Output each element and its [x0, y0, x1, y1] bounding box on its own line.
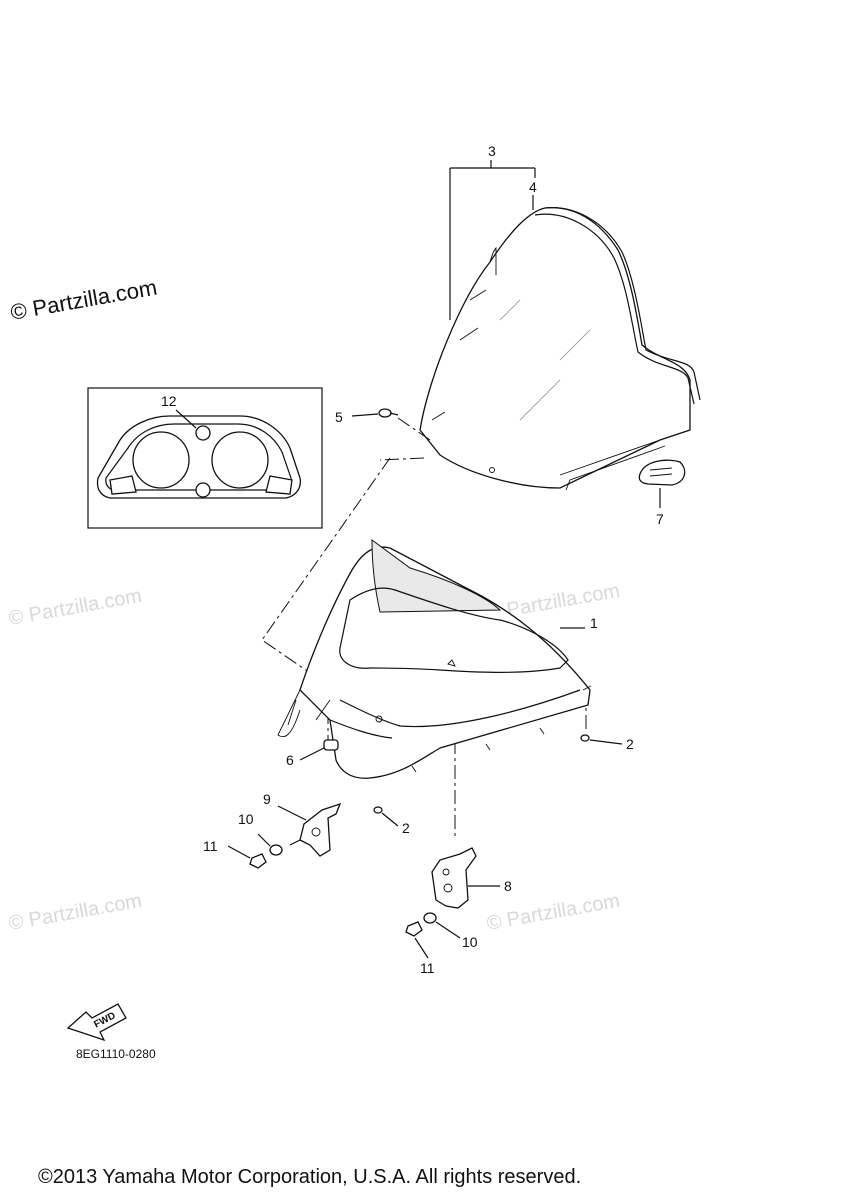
washer-part-10[interactable] [257, 833, 461, 939]
callout-9: 9 [263, 791, 271, 807]
callout-10: 10 [462, 934, 478, 950]
partzilla-watermark: © Partzilla.com [9, 275, 159, 325]
bracket-part-8[interactable] [431, 847, 500, 909]
screw-part-2[interactable] [373, 734, 623, 827]
callout-11: 11 [203, 838, 218, 854]
screw-part-5[interactable] [351, 408, 431, 441]
assembly-bracket-3 [449, 160, 536, 320]
copyright-footer: ©2013 Yamaha Motor Corporation, U.S.A. A… [38, 1166, 581, 1188]
callout-2: 2 [626, 736, 634, 752]
callout-4: 4 [529, 179, 537, 195]
callout-labels: 3 4 5 12 7 1 2 6 9 2 10 11 8 10 11 [161, 143, 664, 976]
nut-part-11[interactable] [227, 845, 429, 959]
cowling-part[interactable] [277, 539, 592, 779]
watermark: © Partzilla.com [7, 890, 144, 935]
callout-10: 10 [238, 811, 254, 827]
callout-12: 12 [161, 393, 177, 409]
callout-5: 5 [335, 409, 343, 425]
callout-11: 11 [420, 960, 435, 976]
windscreen-part[interactable] [419, 207, 701, 491]
callout-8: 8 [504, 878, 512, 894]
inset-meter-gasket[interactable] [87, 387, 323, 529]
grommet-part-7[interactable] [638, 459, 686, 508]
diagram-code: 8EG1110-0280 [76, 1047, 156, 1061]
bracket-part-9[interactable] [277, 802, 342, 857]
callout-3: 3 [488, 143, 496, 159]
stud-part-6[interactable] [299, 739, 339, 761]
callout-6: 6 [286, 752, 294, 768]
callout-1: 1 [590, 615, 598, 631]
callout-2: 2 [402, 820, 410, 836]
fwd-arrow-icon: FWD [66, 1003, 127, 1042]
watermark: © Partzilla.com [7, 585, 144, 630]
callout-7: 7 [656, 511, 664, 527]
watermark: © Partzilla.com [485, 890, 622, 935]
leader-line [379, 457, 425, 461]
